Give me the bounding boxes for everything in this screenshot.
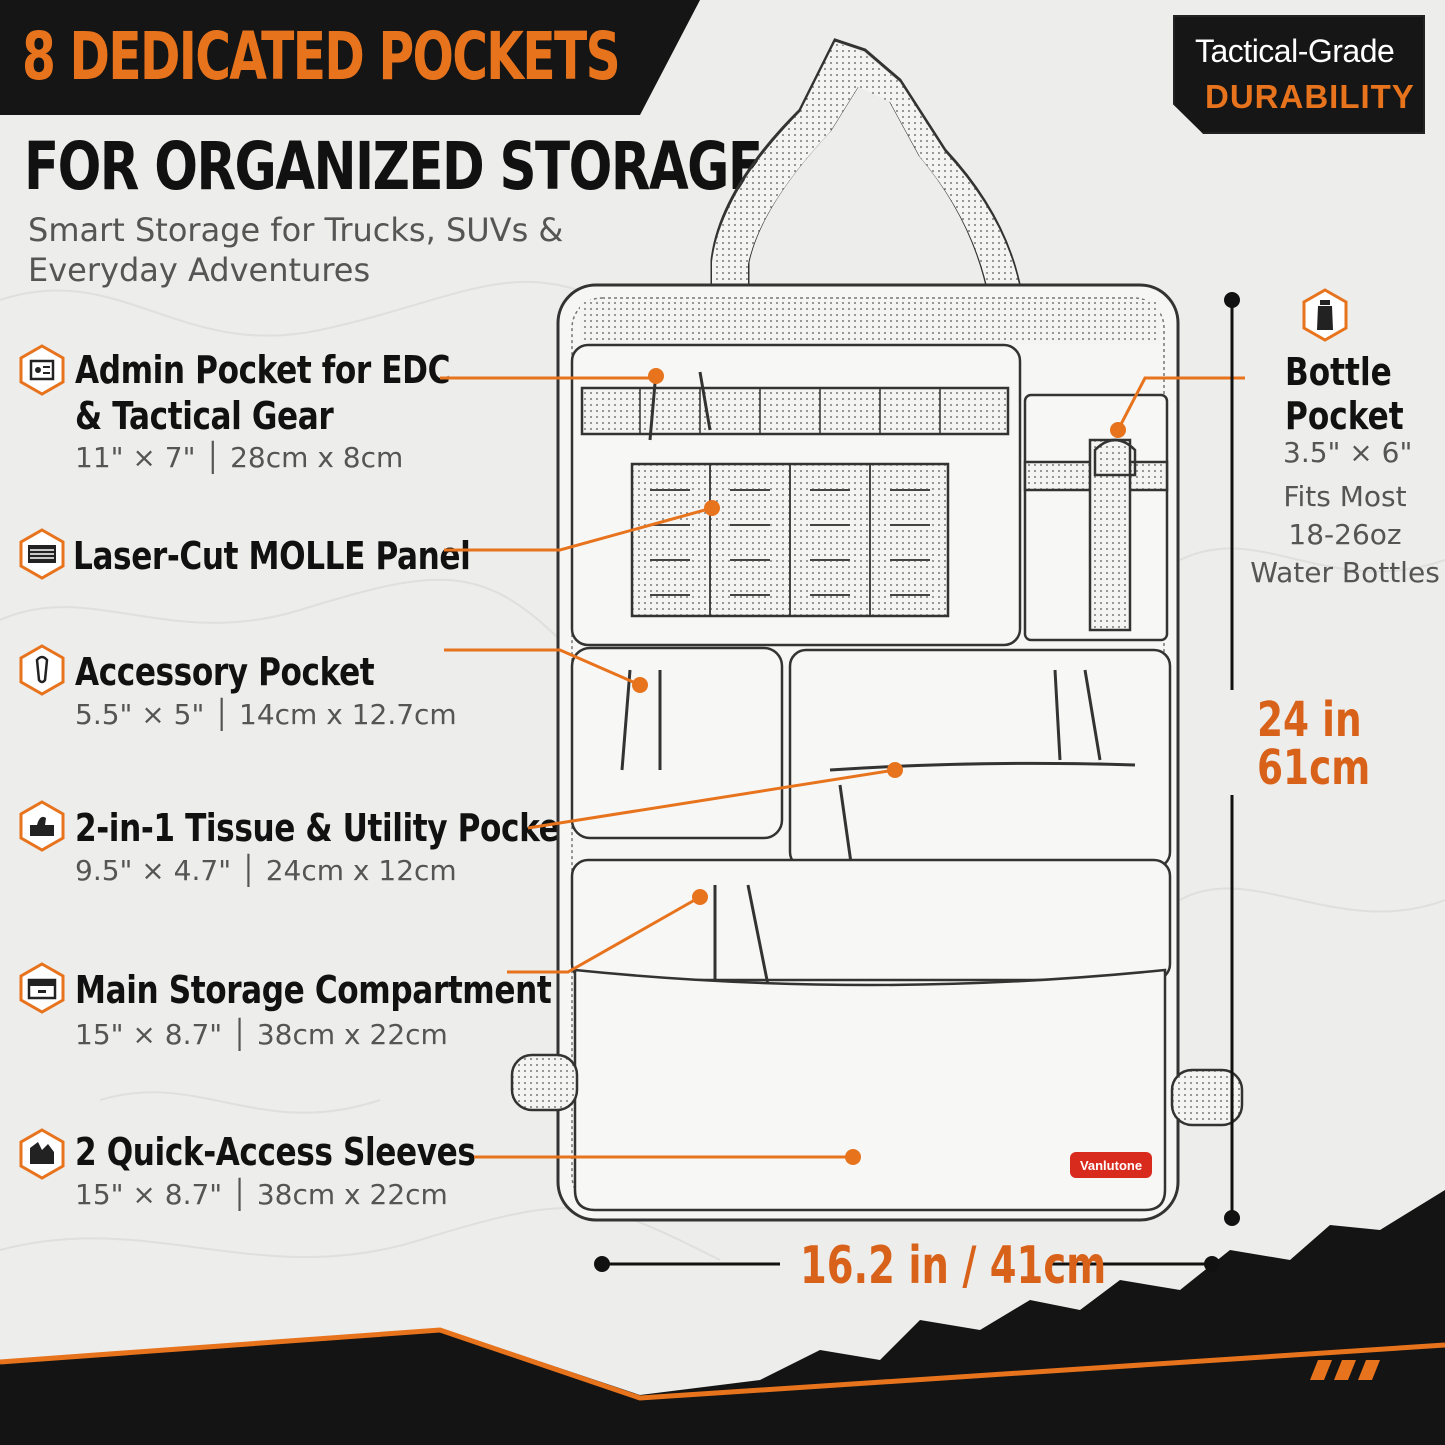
height-inches: 24 in (1257, 692, 1362, 748)
bottle-pocket-title: Bottle Pocket (1285, 350, 1404, 438)
tagline: Smart Storage for Trucks, SUVs & Everyda… (28, 211, 564, 289)
bottle-note-line1: Fits Most (1283, 480, 1407, 513)
bottle-icon (1302, 288, 1348, 342)
molle-panel-icon (19, 528, 65, 580)
feature-title-main-storage: Main Storage Compartment (75, 968, 552, 1012)
feature-size-admin: 11" × 7" │ 28cm x 8cm (75, 441, 404, 474)
sleeve-icon (19, 1128, 65, 1180)
feature-size-accessory: 5.5" × 5" │ 14cm x 12.7cm (75, 698, 457, 731)
carabiner-icon (19, 644, 65, 696)
tissue-box-icon (19, 800, 65, 852)
bottle-pocket-note: Fits Most 18-26oz Water Bottles (1245, 478, 1445, 592)
bottle-pocket-size: 3.5" × 6" (1283, 436, 1413, 469)
feature-size-sleeves: 15" × 8.7" │ 38cm x 22cm (75, 1178, 448, 1211)
bottle-note-line2: 18-26oz (1288, 518, 1402, 551)
feature-title-admin-2: & Tactical Gear (75, 394, 334, 438)
height-dimension: 24 in 61cm (1257, 696, 1370, 792)
feature-title-admin: Admin Pocket for EDC (75, 348, 451, 392)
feature-title-accessory: Accessory Pocket (75, 650, 375, 694)
headline: 8 DEDICATED POCKETS (22, 18, 621, 95)
feature-title-tissue: 2-in-1 Tissue & Utility Pocket (75, 806, 574, 850)
bottle-title-line2: Pocket (1285, 394, 1404, 438)
durability-badge (1173, 15, 1425, 134)
top-banner (0, 0, 700, 115)
bottle-title-line1: Bottle (1285, 350, 1392, 394)
brand-label: Vanlutone (1080, 1158, 1142, 1173)
feature-title-molle: Laser-Cut MOLLE Panel (73, 534, 471, 578)
width-dimension: 16.2 in / 41cm (800, 1236, 1107, 1296)
feature-title-sleeves: 2 Quick-Access Sleeves (75, 1130, 476, 1174)
feature-size-main-storage: 15" × 8.7" │ 38cm x 22cm (75, 1018, 448, 1051)
badge-line2: DURABILITY (1205, 78, 1415, 115)
leader-lines (440, 376, 1245, 1159)
height-cm: 61cm (1257, 740, 1371, 796)
badge-line1: Tactical-Grade (1195, 33, 1395, 69)
subheadline: FOR ORGANIZED STORAGE (24, 128, 763, 205)
feature-size-tissue: 9.5" × 4.7" │ 24cm x 12cm (75, 854, 457, 887)
admin-pocket-icon (19, 344, 65, 396)
storage-box-icon (19, 962, 65, 1014)
brand-label-bg (1070, 1152, 1152, 1178)
dimension-lines (602, 300, 1234, 1266)
bottle-note-line3: Water Bottles (1250, 556, 1440, 589)
